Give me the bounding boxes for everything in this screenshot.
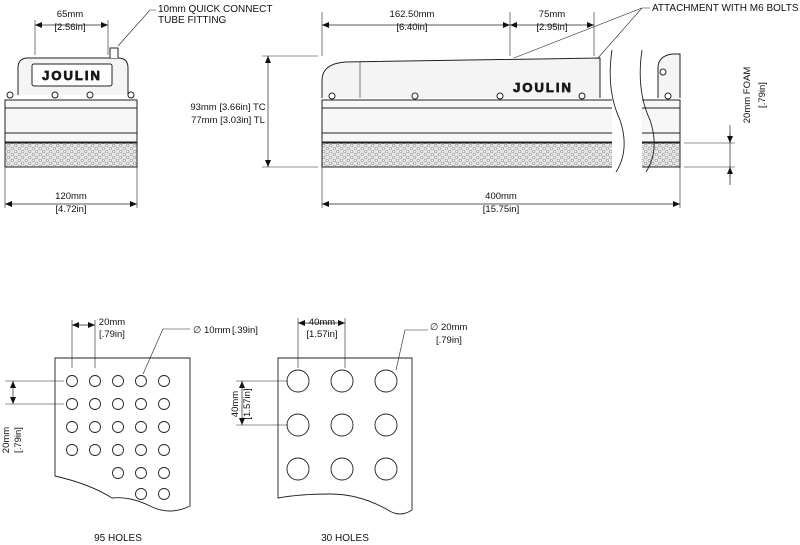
fitting-leader <box>117 9 156 47</box>
small-holes <box>66 375 170 500</box>
height-tc: 93mm [3.66in] TC <box>190 102 265 113</box>
large-hole-pattern <box>236 318 428 515</box>
small-pattern-caption: 95 HOLES <box>94 533 142 544</box>
small-hole <box>66 421 78 433</box>
front-bolts <box>328 68 672 100</box>
small-hole <box>135 398 147 410</box>
small-hole <box>135 375 147 387</box>
large-pitch-mm: 40mm <box>309 317 335 328</box>
large-dia-mm: 20mm <box>441 322 467 333</box>
side-logo-plate <box>31 63 113 87</box>
length-mm: 400mm <box>485 191 517 202</box>
side-width-bottom-mm: 120mm <box>55 191 87 202</box>
small-hole <box>158 444 170 456</box>
side-view <box>4 9 156 208</box>
small-hole <box>135 488 147 500</box>
small-hole <box>158 421 170 433</box>
small-pitch-in: [.79in] <box>99 329 125 340</box>
small-hole <box>112 398 124 410</box>
side-width-top-in: [2.56in] <box>54 22 85 33</box>
small-hole <box>135 444 147 456</box>
front-logo: JOULIN <box>513 80 573 95</box>
large-hole <box>330 413 354 437</box>
small-hole <box>89 375 101 387</box>
small-hole <box>135 421 147 433</box>
large-pattern-caption: 30 HOLES <box>321 533 369 544</box>
length-in: [15.75in] <box>483 204 519 215</box>
small-hole <box>66 375 78 387</box>
large-dia-leader <box>395 329 406 371</box>
large-hole <box>374 413 398 437</box>
large-hole <box>374 457 398 481</box>
small-plate-outline <box>54 357 191 512</box>
small-dia-leader <box>142 328 164 375</box>
small-vpitch-in: [.79in] <box>13 427 24 453</box>
small-hole <box>158 488 170 500</box>
small-hole <box>66 444 78 456</box>
small-dia-symbol: ∅ <box>193 325 201 336</box>
fitting-note-line2: TUBE FITTING <box>158 15 227 26</box>
height-tl: 77mm [3.03in] TL <box>191 115 265 126</box>
bolts-leader-2 <box>597 7 643 59</box>
small-hole <box>158 467 170 479</box>
offset-in: [6.40in] <box>396 22 427 33</box>
front-housing <box>321 57 601 98</box>
small-hole <box>158 398 170 410</box>
large-hole <box>330 369 354 393</box>
large-hole <box>286 369 310 393</box>
small-hole <box>135 467 147 479</box>
large-holes <box>286 369 398 481</box>
large-dia-symbol: ∅ <box>430 322 438 333</box>
side-logo: JOULIN <box>42 68 102 83</box>
small-hole <box>158 375 170 387</box>
small-hole <box>66 398 78 410</box>
small-hole-pattern <box>5 320 191 512</box>
side-width-bottom-in: [4.72in] <box>55 204 86 215</box>
large-hole <box>286 457 310 481</box>
front-view <box>262 7 735 208</box>
side-width-top-mm: 65mm <box>57 9 83 20</box>
small-pitch-mm: 20mm <box>99 317 125 328</box>
small-dia-mm: 10mm <box>204 325 230 336</box>
foam-label: 20mm FOAM <box>742 67 753 124</box>
small-hole <box>89 444 101 456</box>
foam-label-in: [.79in] <box>757 82 768 108</box>
small-hole <box>112 444 124 456</box>
fitting-note-line1: 10mm QUICK CONNECT <box>158 4 272 15</box>
large-pitch-in: [1.57in] <box>306 329 337 340</box>
small-hole <box>112 375 124 387</box>
fitting-icon <box>109 47 119 58</box>
small-hole <box>112 467 124 479</box>
bolt-spacing-mm: 75mm <box>539 9 565 20</box>
large-hole <box>374 369 398 393</box>
small-hole <box>89 421 101 433</box>
offset-mm: 162.50mm <box>390 9 435 20</box>
large-dia-in: [.79in] <box>436 335 462 346</box>
side-foam <box>4 142 138 168</box>
small-vpitch-mm: 20mm <box>1 427 12 453</box>
bolt-spacing-in: [2.95in] <box>536 22 567 33</box>
small-dia-in: [.39in] <box>232 325 258 336</box>
side-bolts <box>6 91 135 99</box>
large-vpitch-mm: 40mm <box>230 391 241 417</box>
small-hole <box>112 421 124 433</box>
large-hole <box>286 413 310 437</box>
small-hole <box>89 398 101 410</box>
large-vpitch-in: [1.57in] <box>242 388 253 419</box>
break-line <box>609 49 625 173</box>
bolts-leader-1 <box>513 7 650 59</box>
side-body <box>4 99 138 143</box>
bolts-note: ATTACHMENT WITH M6 BOLTS <box>652 3 799 14</box>
large-hole <box>330 457 354 481</box>
